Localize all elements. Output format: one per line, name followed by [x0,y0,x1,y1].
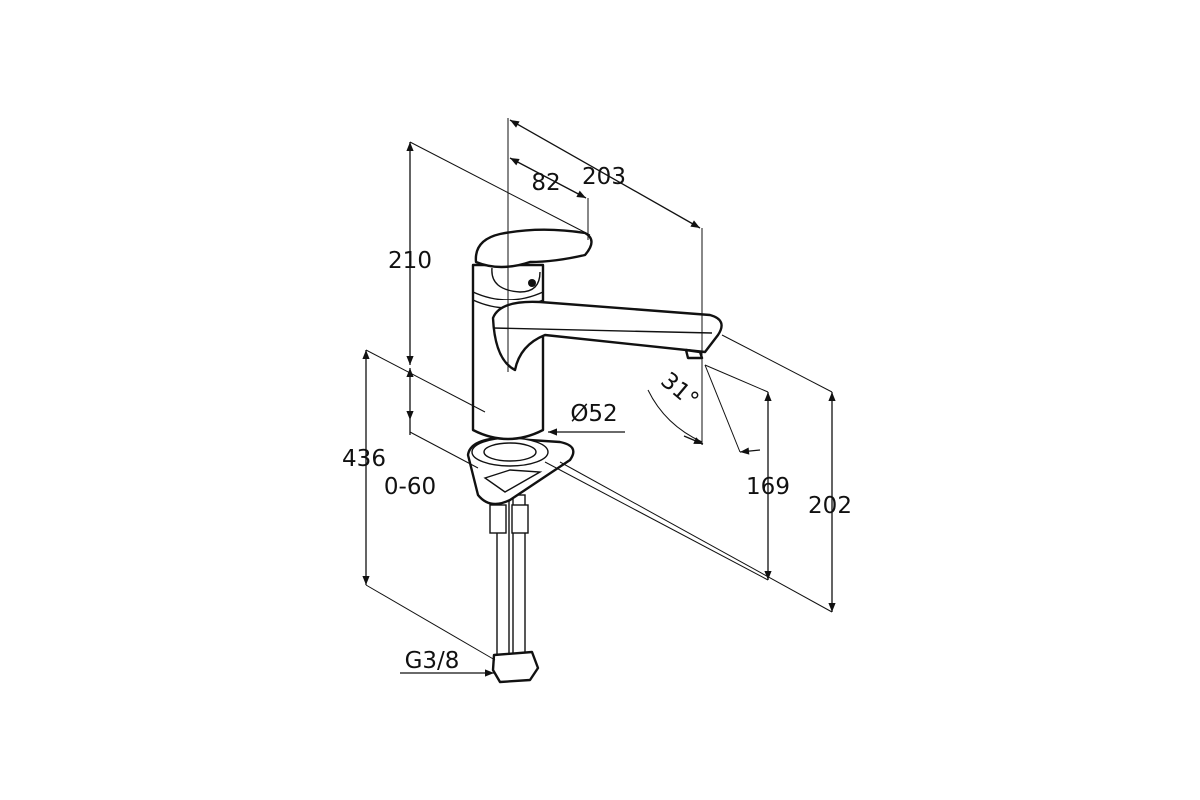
dim-diameter-label: Ø52 [570,401,617,427]
thread-label: G3/8 [405,648,460,674]
dimension-lines [362,119,836,677]
dim-0-60-label: 0-60 [384,474,436,500]
lever-handle [474,228,593,269]
dim-169-label: 169 [746,474,790,500]
spout [491,300,723,372]
aerator [684,348,704,360]
extension-lines [365,118,833,661]
dim-436-label: 436 [342,446,386,472]
dim-82-label: 82 [531,170,560,196]
faucet-body [466,228,723,684]
dim-210-label: 210 [388,248,432,274]
hose-nut [491,650,540,684]
dim-angle-label: 31° [656,368,704,414]
dim-203-label: 203 [582,164,626,190]
dim-202-label: 202 [808,493,852,519]
